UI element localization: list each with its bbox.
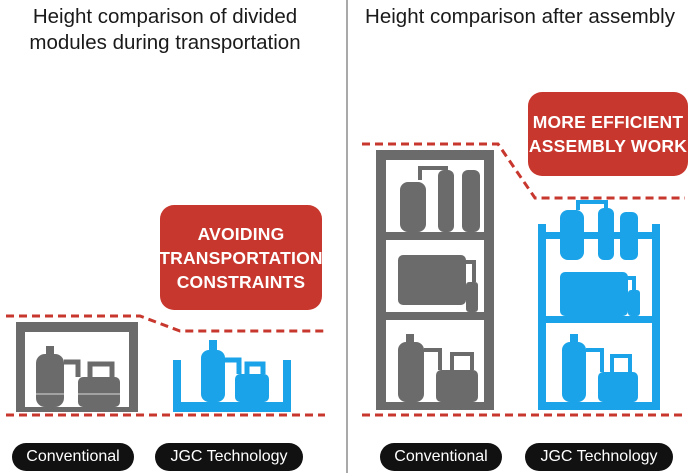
right-jgc-stack xyxy=(538,200,660,410)
label-left-conventional: Conventional xyxy=(12,443,134,471)
left-conventional-module xyxy=(16,322,138,412)
right-callout: MORE EFFICIENT ASSEMBLY WORK xyxy=(528,92,688,176)
right-dashed-lines xyxy=(362,142,685,417)
left-callout: AVOIDING TRANSPORTATION CONSTRAINTS xyxy=(159,205,323,310)
left-dashed-lines xyxy=(6,314,325,417)
label-left-jgc: JGC Technology xyxy=(155,443,303,471)
right-panel-title: Height comparison after assembly xyxy=(365,5,675,28)
label-right-jgc: JGC Technology xyxy=(525,443,673,471)
right-conventional-stack xyxy=(376,150,494,410)
left-jgc-module xyxy=(173,340,291,412)
label-right-conventional: Conventional xyxy=(380,443,502,471)
left-panel-title: Height comparison of divided modules dur… xyxy=(29,5,301,54)
panel-divider xyxy=(346,0,348,473)
